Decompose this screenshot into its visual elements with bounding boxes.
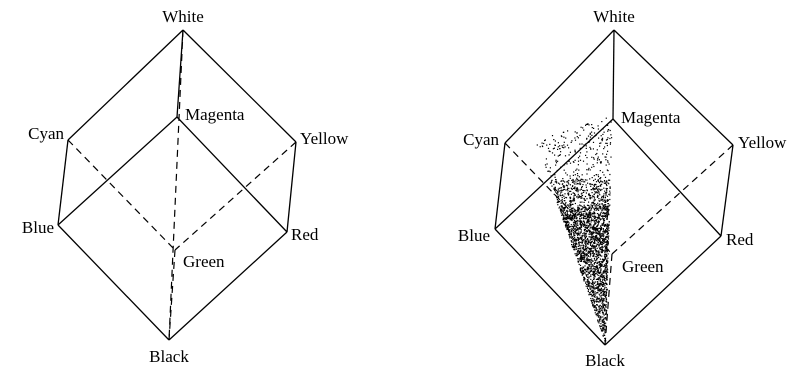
label-red: Red <box>726 230 754 249</box>
edge-blue-black <box>57 224 170 341</box>
label-yellow: Yellow <box>300 129 349 148</box>
edge-red-black <box>604 235 722 346</box>
edge-magenta-red <box>176 116 288 233</box>
visible-edges <box>494 29 734 346</box>
label-cyan: Cyan <box>463 130 499 149</box>
edge-yellow-green <box>611 144 734 255</box>
edge-cyan-green <box>504 142 613 255</box>
edge-red-black <box>168 231 288 341</box>
hidden-edges <box>504 142 734 346</box>
label-yellow: Yellow <box>738 133 787 152</box>
rgb-cube-left: White Magenta Cyan Yellow Blue Red Green… <box>22 7 349 366</box>
edge-yellow-green <box>174 141 297 251</box>
label-white: White <box>162 7 204 26</box>
edge-green-black <box>604 253 613 346</box>
label-blue: Blue <box>458 226 490 245</box>
label-blue: Blue <box>22 218 54 237</box>
label-magenta: Magenta <box>621 108 681 127</box>
edge-magenta-blue <box>57 116 178 226</box>
diagonal-white-black <box>168 29 184 341</box>
visible-edges <box>57 29 297 341</box>
label-green: Green <box>622 257 664 276</box>
hidden-edges <box>67 29 297 341</box>
label-white: White <box>593 7 635 26</box>
label-red: Red <box>291 225 319 244</box>
label-black: Black <box>585 351 625 370</box>
edge-white-yellow <box>182 29 297 143</box>
label-magenta: Magenta <box>185 105 245 124</box>
edge-cyan-blue <box>57 139 69 226</box>
edge-white-yellow <box>613 29 734 146</box>
edge-white-magenta <box>612 29 615 120</box>
pixel-distribution-stipple <box>536 117 613 342</box>
edge-cyan-blue <box>494 142 506 230</box>
edge-green-black <box>168 249 176 341</box>
edge-blue-black <box>494 228 606 346</box>
edge-yellow-red <box>286 141 297 233</box>
label-cyan: Cyan <box>28 124 64 143</box>
edge-magenta-red <box>612 118 722 237</box>
label-black: Black <box>149 347 189 366</box>
edge-cyan-green <box>67 139 176 251</box>
label-green: Green <box>183 252 225 271</box>
edge-white-cyan <box>67 29 184 141</box>
rgb-cube-right: White Magenta Cyan Yellow Blue Red Green… <box>458 7 787 370</box>
edge-yellow-red <box>720 144 734 237</box>
edge-white-cyan <box>504 29 615 144</box>
edge-magenta-blue <box>494 118 614 230</box>
